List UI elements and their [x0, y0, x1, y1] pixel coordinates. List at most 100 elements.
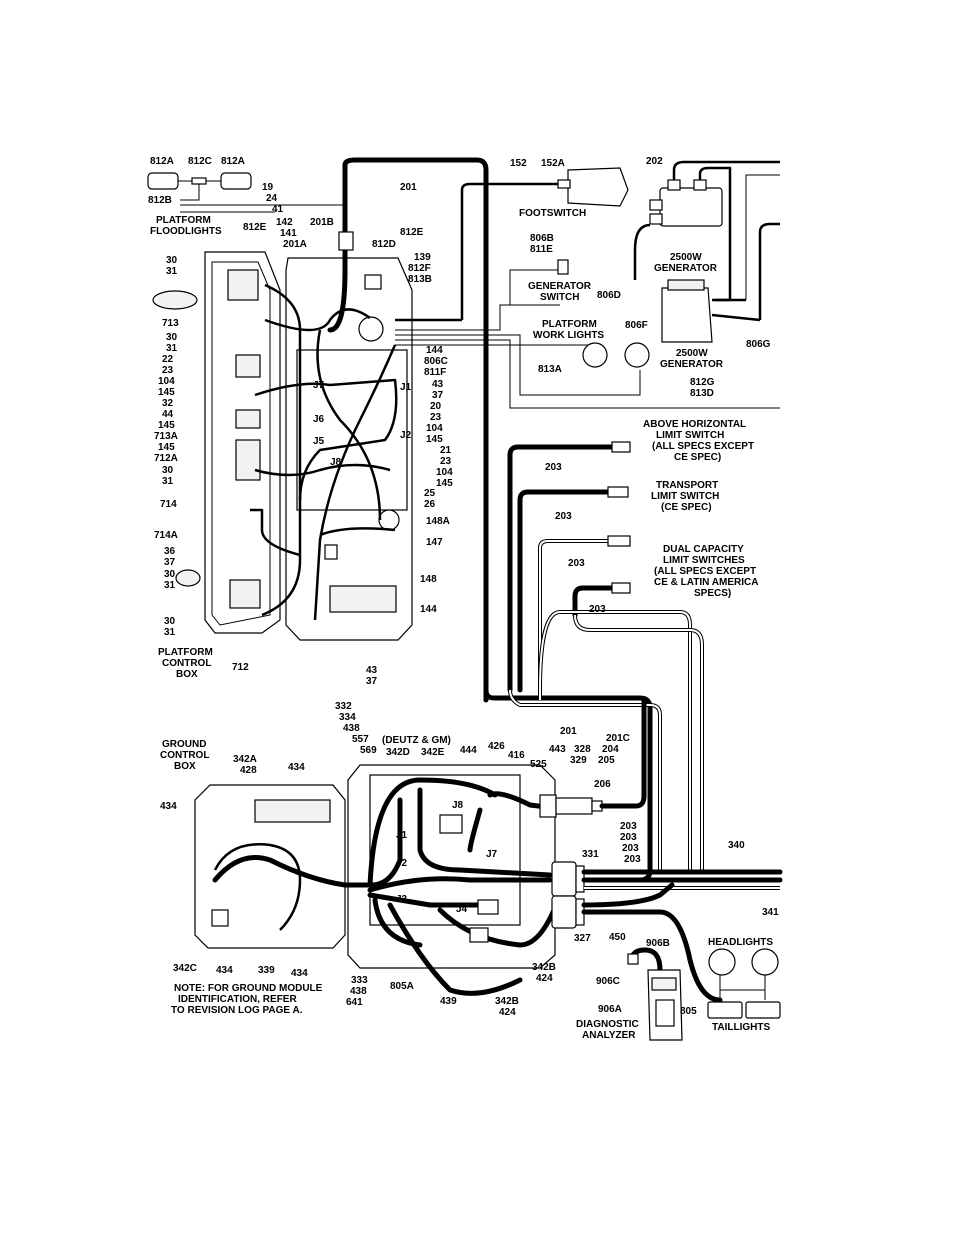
ground-connector-444 [439, 814, 463, 834]
harness-upper-link [264, 308, 371, 332]
label-712a: 712A [154, 453, 178, 464]
harness-203-dual-capacity [539, 540, 608, 700]
label-812b: 812B [148, 195, 172, 206]
platform-module-plate [285, 257, 413, 641]
wire-gen-switch [509, 269, 558, 305]
connector-342b [477, 899, 499, 915]
label-2500w-2: 2500W [676, 348, 708, 359]
label-37-c: 37 [366, 676, 378, 687]
label-152a: 152A [541, 158, 565, 169]
label-416: 416 [508, 750, 525, 761]
label-444: 444 [460, 745, 477, 756]
label-334: 334 [339, 712, 356, 723]
label-j7b: J7 [486, 849, 498, 860]
gen-wire-right [758, 222, 780, 320]
label-ground-control-box-1: GROUND [162, 739, 206, 750]
ground-harness-7 [437, 902, 559, 948]
label-44: 44 [162, 409, 174, 420]
label-104-c: 104 [436, 467, 453, 478]
label-342b-2: 342B [495, 996, 519, 1007]
label-platform-control-box-2: CONTROL [162, 658, 211, 669]
harness-trunk-c [574, 614, 703, 870]
label-712: 712 [232, 662, 249, 673]
label-906a: 906A [598, 1004, 622, 1015]
label-platform-work-lights-1: PLATFORM [542, 319, 597, 330]
limit-switch-above-horizontal [611, 441, 631, 453]
label-331: 331 [582, 849, 599, 860]
label-21: 21 [440, 445, 452, 456]
floodlight-feed [180, 204, 346, 213]
ground-control-box [194, 784, 346, 949]
harness-cross-1 [316, 329, 382, 521]
label-438-b: 438 [350, 986, 367, 997]
label-145-e: 145 [436, 478, 453, 489]
ground-harness-8 [487, 791, 558, 811]
label-525: 525 [530, 759, 547, 770]
gen-wire-loop [698, 166, 732, 302]
label-ground-control-box-3: BOX [174, 761, 196, 772]
label-148: 148 [420, 574, 437, 585]
label-31-a: 31 [166, 266, 178, 277]
label-203-b: 203 [555, 511, 572, 522]
label-145-a: 145 [158, 387, 175, 398]
label-203-h: 203 [624, 854, 641, 865]
grommet-top [358, 316, 384, 342]
label-23-b: 23 [430, 412, 442, 423]
label-dual-capacity-4: CE & LATIN AMERICA [654, 577, 758, 588]
label-714a: 714A [154, 530, 178, 541]
label-19: 19 [262, 182, 274, 193]
label-812e-2: 812E [400, 227, 424, 238]
label-23-a: 23 [162, 365, 174, 376]
label-139: 139 [414, 252, 431, 263]
label-434-b: 434 [160, 801, 177, 812]
label-342d: 342D [386, 747, 410, 758]
label-342c: 342C [173, 963, 197, 974]
label-714: 714 [160, 499, 177, 510]
ground-harness-3 [417, 787, 553, 878]
gen-plug-1 [649, 199, 663, 211]
label-26: 26 [424, 499, 436, 510]
label-203-g: 203 [622, 843, 639, 854]
label-713: 713 [162, 318, 179, 329]
gen-wire-806d [633, 223, 651, 280]
floodlight-left [147, 172, 179, 190]
label-platform-floodlights-2: FLOODLIGHTS [150, 226, 222, 237]
harness-203-dual-2 [572, 585, 615, 618]
platform-floodlights-group [147, 172, 346, 213]
label-145-b: 145 [158, 420, 175, 431]
work-light-right [624, 342, 650, 368]
label-424-2: 424 [499, 1007, 516, 1018]
label-812c: 812C [188, 156, 212, 167]
connector-450 [627, 953, 639, 965]
connector-block-bottom [229, 579, 261, 609]
label-906b: 906B [646, 938, 670, 949]
analyzer-screen [651, 977, 677, 991]
label-201a: 201A [283, 239, 307, 250]
label-339: 339 [258, 965, 275, 976]
ground-harness-1 [213, 843, 302, 931]
ground-harness-5 [367, 892, 483, 908]
headlight-right [751, 948, 779, 976]
ground-module-plate [347, 764, 556, 969]
gen-plug-4 [693, 179, 707, 191]
label-platform-control-box-1: PLATFORM [158, 647, 213, 658]
limit-switch-dual-2 [611, 582, 631, 594]
label-41: 41 [272, 204, 284, 215]
label-30-d: 30 [164, 569, 176, 580]
label-30-a: 30 [166, 255, 178, 266]
label-31-c: 31 [162, 476, 174, 487]
label-43-b: 43 [366, 665, 378, 676]
label-j7: J7 [313, 380, 325, 391]
generator-switch [557, 259, 569, 275]
gen-plug-3 [667, 179, 681, 191]
harness-148 [319, 527, 396, 537]
connector-148 [324, 544, 338, 560]
label-generator-switch-1: GENERATOR [528, 281, 592, 292]
joystick-knob [152, 290, 198, 310]
label-platform-control-box-3: BOX [176, 669, 198, 680]
label-platform-floodlights-1: PLATFORM [156, 215, 211, 226]
diagnostic-analyzer [647, 969, 683, 1041]
floodlight-splice [191, 177, 207, 185]
label-30-b: 30 [166, 332, 178, 343]
label-dual-capacity-5: SPECS) [694, 588, 731, 599]
